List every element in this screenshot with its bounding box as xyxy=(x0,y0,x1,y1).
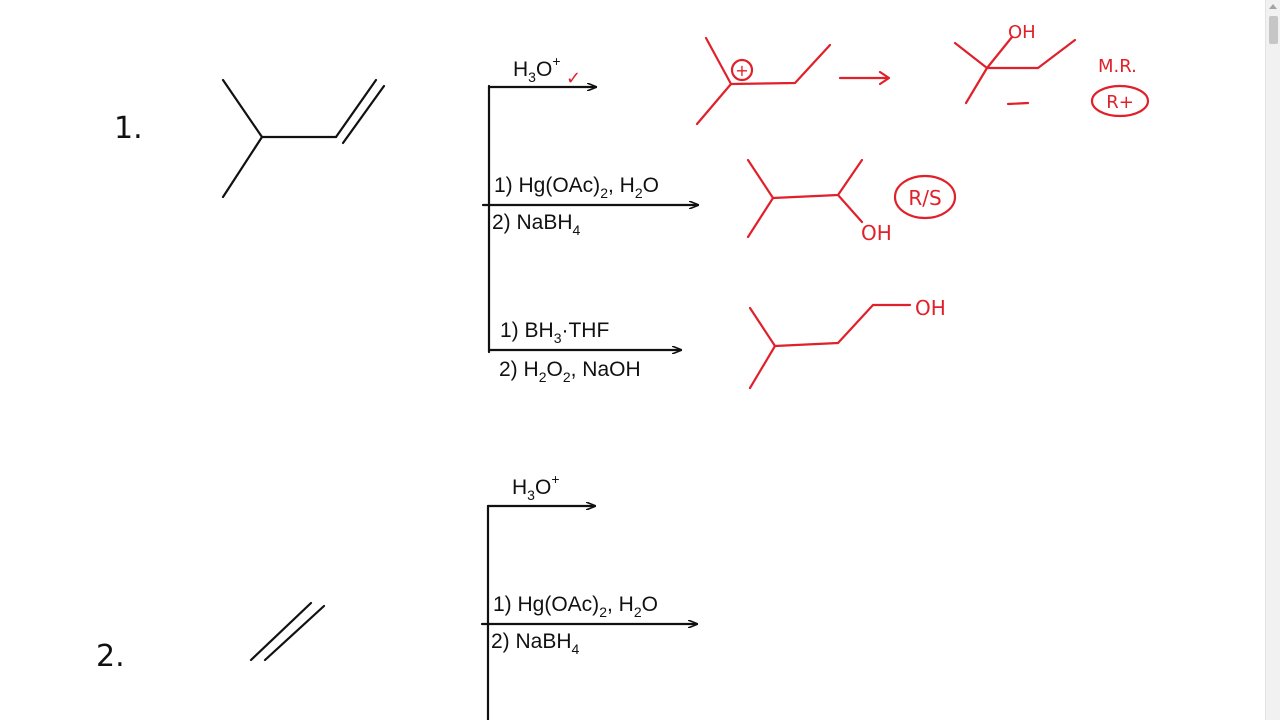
problem-2-label: 2. xyxy=(96,639,125,674)
rearrangement-note-circle xyxy=(1090,84,1150,118)
reaction-1a-check-annotation: ✓ xyxy=(566,68,581,89)
reaction-2b-reagent-line-1: 1) Hg(OAc)2, H2O xyxy=(493,593,658,620)
problem-1-label: 1. xyxy=(114,111,143,146)
scroll-up-arrow-icon[interactable] xyxy=(1266,0,1280,14)
carbocation-intermediate-structure xyxy=(695,36,832,126)
rearrangement-note: R+ xyxy=(1106,92,1134,113)
stereo-note: R/S xyxy=(908,186,941,210)
oxymercuration-product-structure xyxy=(746,158,864,239)
reaction-1c-reagent-line-1: 1) BH3·THF xyxy=(500,319,609,346)
markovnikov-product-oh-label: OH xyxy=(1008,22,1036,43)
hydroboration-product-oh-label: OH xyxy=(915,296,946,320)
reaction-2b-reagent-line-2: 2) NaBH4 xyxy=(491,630,580,657)
oxymercuration-product-oh-label: OH xyxy=(861,221,892,245)
reaction-1c-reagent-line-2: 2) H2O2, NaOH xyxy=(499,358,641,385)
reaction-1b-reagent-line-2: 2) NaBH4 xyxy=(492,211,581,238)
carbocation-charge-symbol: + xyxy=(735,61,748,80)
hydroboration-product-structure xyxy=(748,303,912,390)
reaction-1b-reagent-line-1: 1) Hg(OAc)2, H2O xyxy=(494,174,659,201)
vertical-scrollbar[interactable] xyxy=(1265,0,1280,720)
scrollbar-thumb[interactable] xyxy=(1269,16,1278,44)
reaction-2a-reagent: H3O+ xyxy=(512,471,560,503)
problem-2-ethene-structure xyxy=(249,601,326,662)
reaction-1a-reagent: H3O+ xyxy=(513,53,561,85)
stereo-note-circle xyxy=(893,174,957,220)
markovnikov-product-structure xyxy=(953,35,1077,106)
problem-1-alkene-structure xyxy=(221,78,386,199)
markovnikov-rule-note: M.R. xyxy=(1098,56,1137,77)
